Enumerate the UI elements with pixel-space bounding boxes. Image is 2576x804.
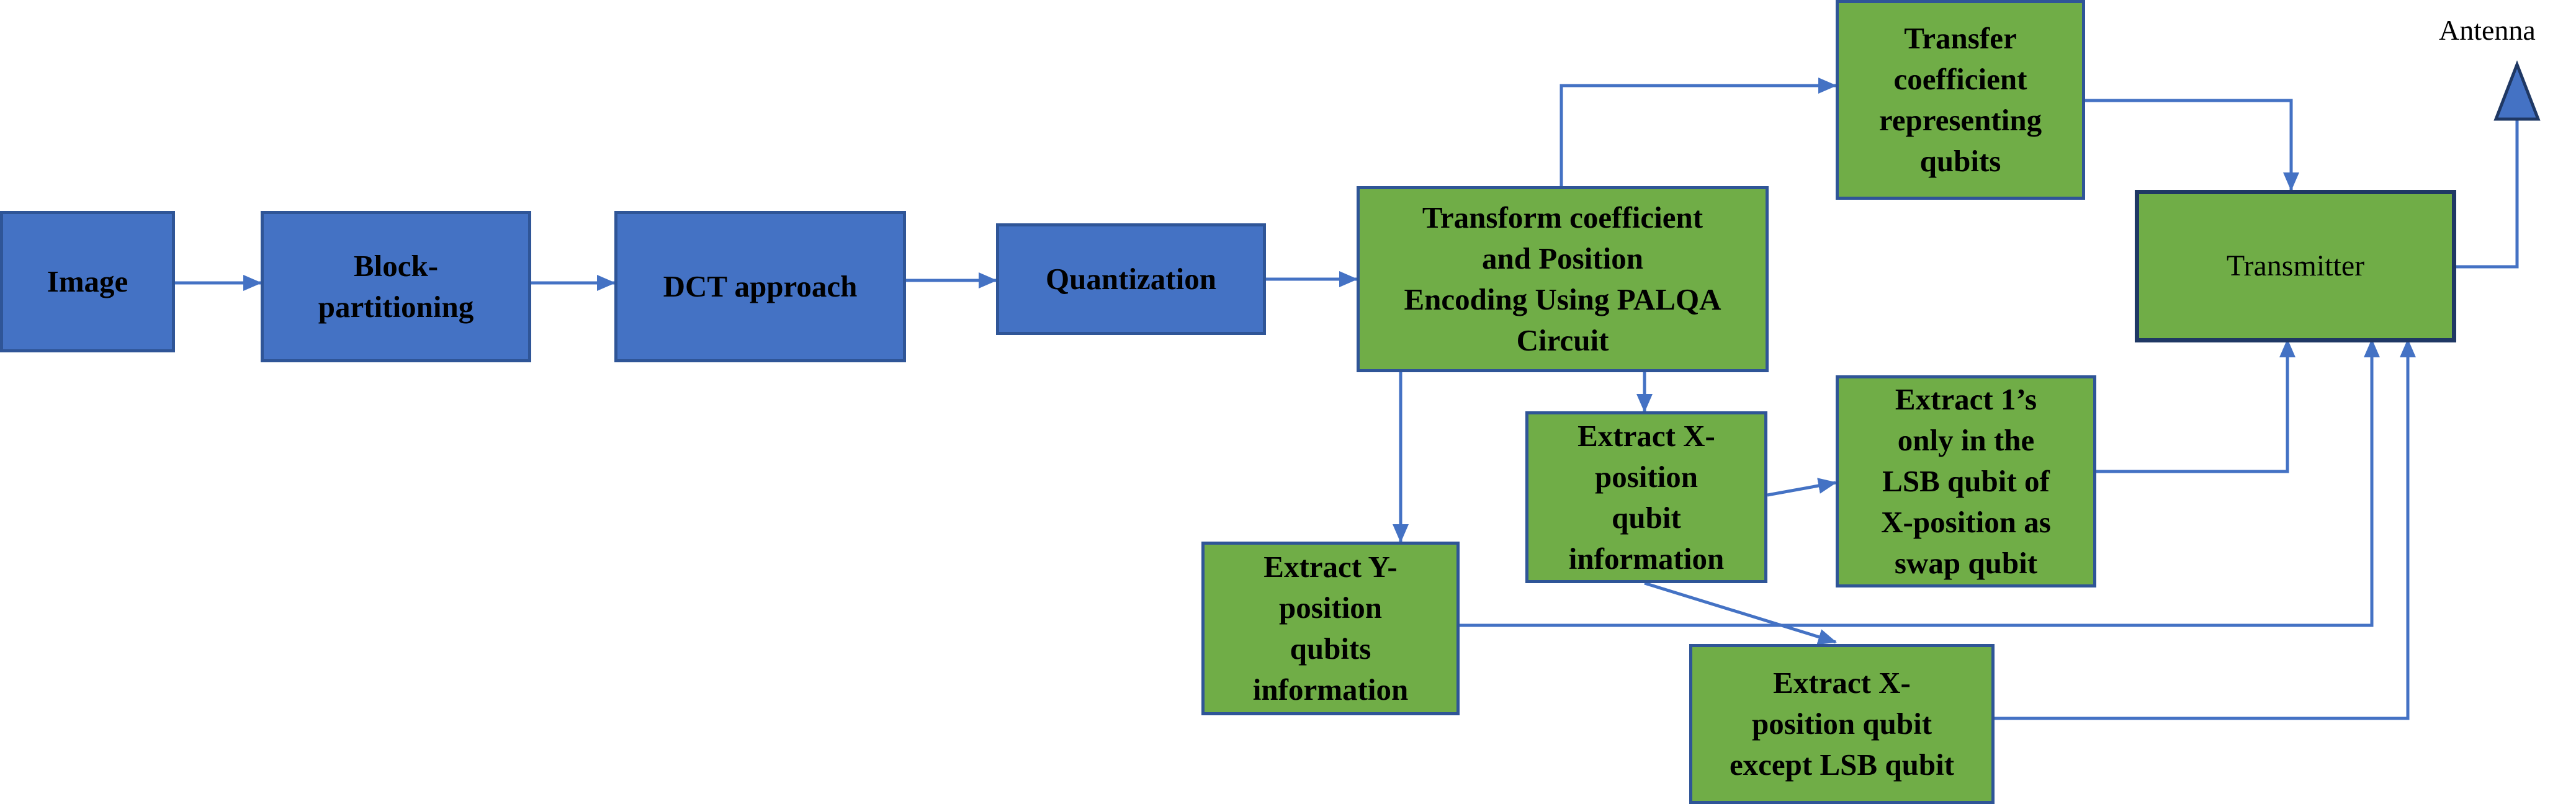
node-extract-x-position: Extract X- position qubit information xyxy=(1525,411,1767,583)
node-quantization: Quantization xyxy=(996,223,1266,335)
arrow-extract-x-to-except xyxy=(1644,581,1837,645)
node-transform-coefficient: Transform coefficient and Position Encod… xyxy=(1357,186,1769,372)
arrow-extract-x-to-ones xyxy=(1767,478,1837,497)
antenna-label: Antenna xyxy=(2439,14,2536,46)
arrow-ones-to-transmitter xyxy=(2096,339,2296,473)
node-dct-approach: DCT approach xyxy=(614,211,906,362)
line-transmitter-to-antenna xyxy=(2456,118,2519,269)
node-transmitter: Transmitter xyxy=(2135,190,2456,342)
node-extract-x-except-lsb: Extract X- position qubit except LSB qub… xyxy=(1689,644,1995,804)
arrow-transform-to-transfer xyxy=(1560,78,1837,186)
node-transfer-coefficient: Transfer coefficient representing qubits xyxy=(1836,0,2085,200)
triangle-antenna-icon xyxy=(2493,60,2541,121)
node-image: Image xyxy=(0,211,175,352)
node-block-partitioning: Block- partitioning xyxy=(261,211,531,362)
node-extract-ones-lsb: Extract 1’s only in the LSB qubit of X-p… xyxy=(1836,375,2096,587)
arrow-transfer-to-transmitter xyxy=(2085,99,2299,191)
arrow-except-to-transmitter xyxy=(1995,339,2416,720)
arrow-y-to-transmitter xyxy=(1460,339,2380,627)
node-extract-y-position: Extract Y- position qubits information xyxy=(1201,542,1460,715)
